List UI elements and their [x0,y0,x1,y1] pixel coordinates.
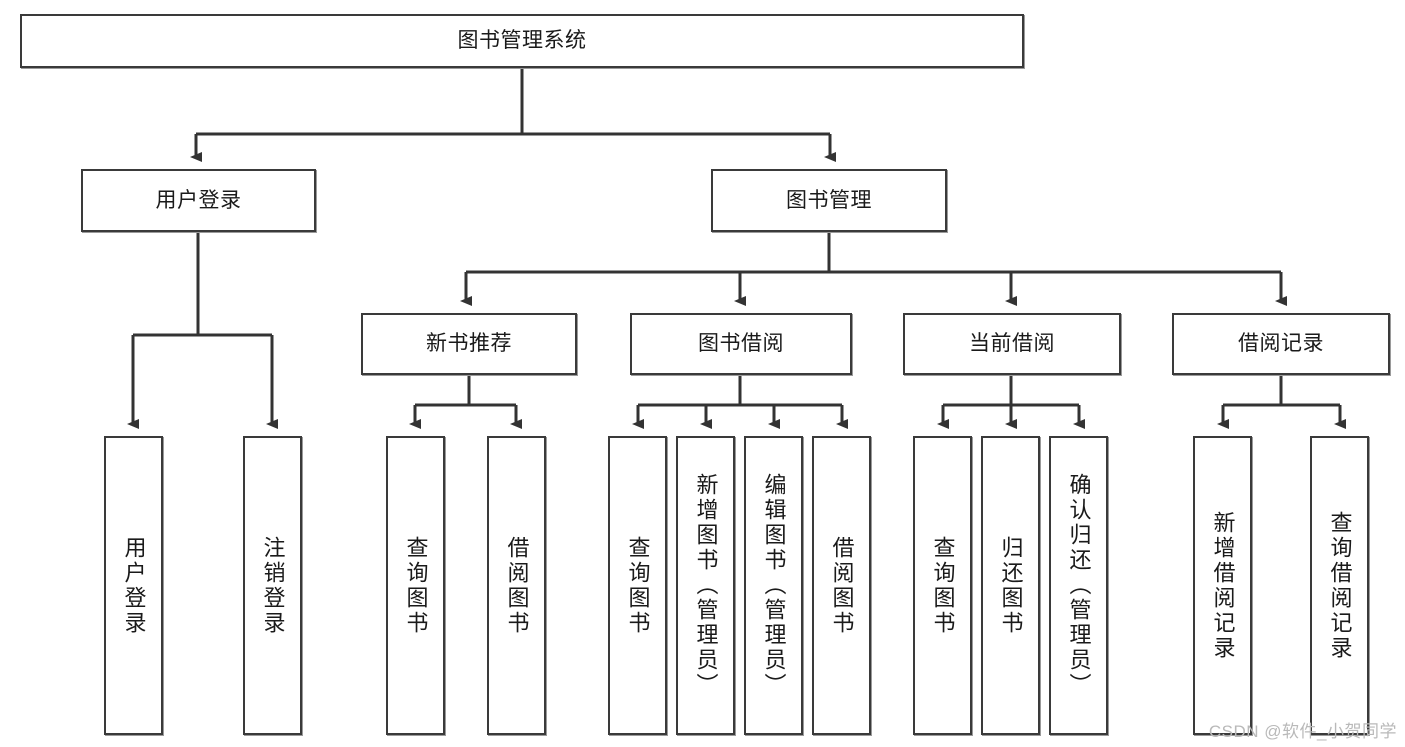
node-current-borrow[interactable]: 当前借阅 [903,313,1121,375]
csdn-watermark: CSDN @软件_小贺同学 [1208,722,1397,741]
node-label: 借阅图书 [829,535,855,636]
node-label: 查询图书 [403,535,429,636]
node-book-borrow[interactable]: 图书借阅 [630,313,852,375]
leaf-user-login[interactable]: 用户登录 [104,436,163,735]
node-root-book-management-system[interactable]: 图书管理系统 [20,14,1024,68]
leaf-add-borrow-record[interactable]: 新增借阅记录 [1193,436,1252,735]
node-label: 查询图书 [625,535,651,636]
node-label: 确认归还（管理员） [1066,473,1092,698]
node-label: 用户登录 [155,188,242,212]
node-borrow-record[interactable]: 借阅记录 [1172,313,1390,375]
node-label: 借阅记录 [1238,332,1324,356]
leaf-query-book-borrow[interactable]: 查询图书 [608,436,667,735]
node-book-management[interactable]: 图书管理 [711,169,947,232]
leaf-confirm-return-admin[interactable]: 确认归还（管理员） [1049,436,1108,735]
node-label: 编辑图书（管理员） [761,473,787,698]
leaf-add-book-admin[interactable]: 新增图书（管理员） [676,436,735,735]
node-label: 注销登录 [260,535,286,636]
node-label: 用户登录 [121,535,147,636]
node-label: 查询图书 [930,535,956,636]
node-label: 新书推荐 [426,332,512,356]
leaf-return-book[interactable]: 归还图书 [981,436,1040,735]
node-label: 当前借阅 [969,332,1055,356]
node-user-login[interactable]: 用户登录 [81,169,316,232]
node-label: 新增图书（管理员） [693,473,719,698]
leaf-query-book-recommend[interactable]: 查询图书 [386,436,445,735]
node-label: 图书借阅 [698,332,784,356]
node-label: 图书管理 [786,188,872,212]
leaf-query-borrow-record[interactable]: 查询借阅记录 [1310,436,1369,735]
leaf-logout-login[interactable]: 注销登录 [243,436,302,735]
node-label: 查询借阅记录 [1327,510,1353,661]
node-label: 归还图书 [998,535,1024,636]
leaf-edit-book-admin[interactable]: 编辑图书（管理员） [744,436,803,735]
node-label: 借阅图书 [504,535,530,636]
leaf-borrow-book[interactable]: 借阅图书 [812,436,871,735]
leaf-borrow-book-recommend[interactable]: 借阅图书 [487,436,546,735]
node-new-book-recommend[interactable]: 新书推荐 [361,313,577,375]
node-label: 新增借阅记录 [1210,510,1236,661]
node-label: 图书管理系统 [457,29,587,53]
leaf-query-book-current[interactable]: 查询图书 [913,436,972,735]
